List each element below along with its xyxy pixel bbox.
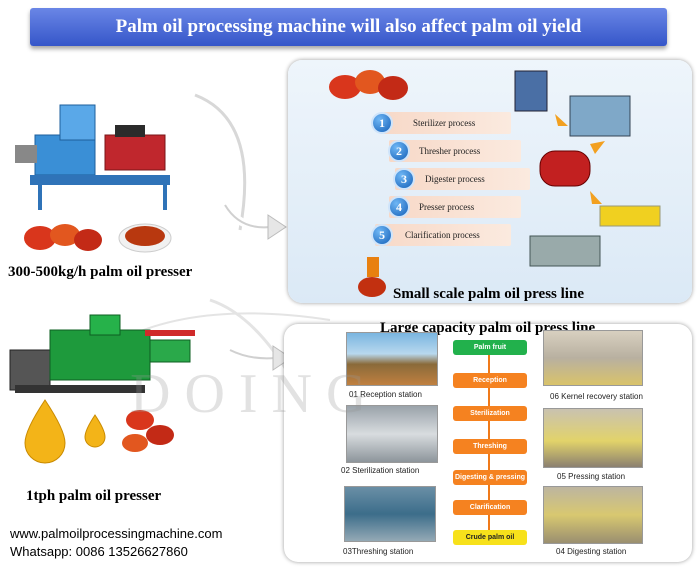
- arrow-to-small-line: [221, 202, 287, 240]
- website-text: www.palmoilprocessingmachine.com: [10, 526, 223, 541]
- step-number-3: 3: [393, 168, 415, 190]
- station-label-02: 02 Sterilization station: [341, 466, 420, 475]
- flow-step-digesting-pressing: Digesting & pressing: [453, 470, 527, 485]
- presser-machine-icon: [15, 104, 170, 210]
- step-number-1: 1: [371, 112, 393, 134]
- palm-fruit-cluster-image: [329, 70, 408, 100]
- station-photo-01: [346, 332, 438, 386]
- presser-machine-icon: [9, 314, 195, 393]
- palm-fruit-and-oil-image: [20, 210, 180, 255]
- step-number-2: 2: [388, 140, 410, 162]
- small-line-machines-image: [514, 70, 661, 267]
- step-number-5: 5: [371, 224, 393, 246]
- station-photo-04: [543, 486, 643, 544]
- machine2-caption: 1tph palm oil presser: [26, 488, 162, 504]
- process-step-2: Thresher process: [389, 140, 521, 162]
- process-step-3: Digester process: [395, 168, 530, 190]
- step-label: Presser process: [419, 202, 475, 212]
- station-photo-05: [543, 408, 643, 468]
- station-label-05: 05 Pressing station: [557, 472, 626, 481]
- process-step-4: Presser process: [389, 196, 521, 218]
- step-label: Digester process: [425, 174, 485, 184]
- flow-step-threshing: Threshing: [453, 439, 527, 454]
- process-step-1: Sterilizer process: [383, 112, 511, 134]
- flow-step-clarification: Clarification: [453, 500, 527, 515]
- small-line-caption: Small scale palm oil press line: [393, 286, 584, 302]
- station-label-03: 03Threshing station: [343, 547, 414, 556]
- palm-oil-drops-image: [10, 395, 190, 465]
- station-label-01: 01 Reception station: [349, 390, 422, 399]
- flow-step-reception: Reception: [453, 373, 527, 388]
- oil-pour-image: [358, 257, 386, 297]
- process-step-5: Clarification process: [375, 224, 511, 246]
- station-photo-03: [344, 486, 436, 542]
- flow-step-sterilization: Sterilization: [453, 406, 527, 421]
- page-banner: Palm oil processing machine will also af…: [30, 8, 667, 46]
- flow-step-crude-palm-oil: Crude palm oil: [453, 530, 527, 545]
- flow-step-palm-fruit: Palm fruit: [453, 340, 527, 355]
- palm-fruit-icon: [24, 223, 172, 253]
- machine1-caption: 300-500kg/h palm oil presser: [8, 264, 193, 280]
- step-label: Sterilizer process: [413, 118, 476, 128]
- arrow-to-large-line: [229, 345, 292, 371]
- small-presser-image: [15, 95, 195, 215]
- station-photo-06: [543, 330, 643, 386]
- watermark: DOING: [130, 363, 381, 425]
- station-photo-02: [346, 405, 438, 463]
- large-presser-image: [5, 310, 205, 400]
- step-label: Clarification process: [405, 230, 480, 240]
- station-label-06: 06 Kernel recovery station: [550, 392, 643, 401]
- whatsapp-text: Whatsapp: 0086 13526627860: [10, 544, 188, 559]
- oil-drop-icon: [24, 399, 174, 464]
- step-label: Thresher process: [419, 146, 481, 156]
- step-number-4: 4: [388, 196, 410, 218]
- station-label-04: 04 Digesting station: [556, 547, 627, 556]
